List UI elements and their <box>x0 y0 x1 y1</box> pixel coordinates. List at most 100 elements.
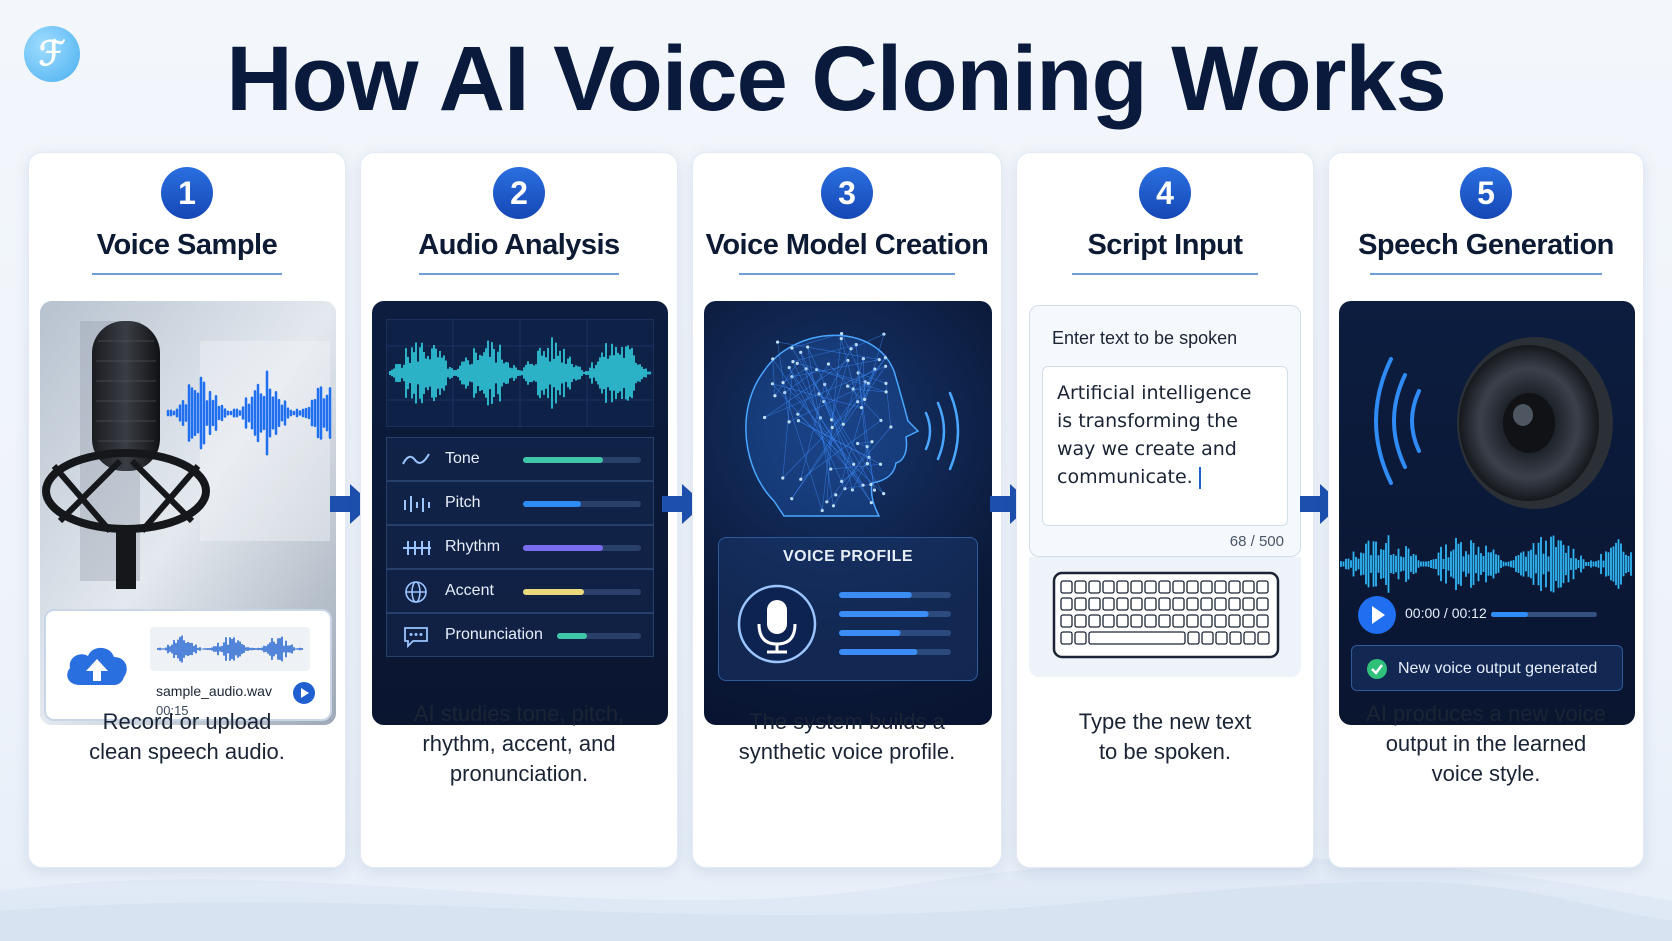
description-line: The system builds a <box>749 709 945 734</box>
script-input-label: Enter text to be spoken <box>1052 328 1238 348</box>
step-title: Voice Model Creation <box>705 229 989 261</box>
check-icon <box>1367 659 1387 679</box>
profile-bar-fill <box>839 592 912 598</box>
metric-bar-track <box>523 589 641 595</box>
metric-label: Rhythm <box>445 538 501 555</box>
step-description: Type the new text to be spoken. <box>1027 707 1303 767</box>
description-line: pronunciation. <box>449 761 589 786</box>
metric-bar-fill <box>557 633 588 639</box>
analysis-waveform <box>386 319 654 427</box>
speech-output-panel: 00:00 / 00:12 New voice output generated <box>1339 301 1635 725</box>
metric-bar-fill <box>523 457 604 463</box>
step-card-voice-sample: 1 Voice Sample <box>28 152 346 868</box>
char-count: 68 / 500 <box>1229 533 1284 550</box>
generation-status-badge: New voice output generated <box>1351 645 1623 691</box>
globe-icon <box>405 581 427 603</box>
description-line: Record or upload <box>102 709 272 734</box>
voice-model-panel: VOICE PROFILE <box>704 301 992 725</box>
step-number-badge: 5 <box>1460 167 1512 219</box>
keyboard-area <box>1029 557 1301 677</box>
description-line: AI produces a new voice <box>1366 701 1606 726</box>
title-underline <box>92 273 282 275</box>
step-title: Voice Sample <box>96 229 278 261</box>
title-underline <box>1072 273 1258 275</box>
text-cursor <box>1198 466 1201 489</box>
file-name: sample_audio.wav <box>156 683 272 699</box>
play-icon[interactable] <box>292 681 316 705</box>
script-input-card: Enter text to be spoken Artificial intel… <box>1029 305 1301 557</box>
description-line: Type the new text <box>1078 709 1252 734</box>
title-underline <box>739 273 955 275</box>
metric-bar-track <box>523 457 641 463</box>
step-description: Record or upload clean speech audio. <box>39 707 335 767</box>
metric-bar-track <box>523 545 641 551</box>
player-time: 00:00 / 00:12 <box>1405 605 1487 621</box>
title-underline <box>419 273 619 275</box>
voice-profile-bars <box>839 592 951 655</box>
metric-label: Pitch <box>445 494 481 511</box>
metric-row-tone: Tone <box>386 437 654 481</box>
output-waveform <box>1340 535 1632 593</box>
background-wave <box>0 857 1672 941</box>
keyboard-icon[interactable] <box>1052 571 1280 661</box>
metric-label: Tone <box>445 450 480 467</box>
step-number-badge: 3 <box>821 167 873 219</box>
metric-bar-fill <box>523 545 604 551</box>
metric-row-accent: Accent <box>386 569 654 613</box>
page-title: How AI Voice Cloning Works <box>226 28 1447 130</box>
profile-bar-fill <box>839 649 918 655</box>
description-line: to be spoken. <box>1098 739 1232 764</box>
tone-wave-icon <box>402 453 430 465</box>
title-underline <box>1370 273 1602 275</box>
description-line: voice style. <box>1431 761 1541 786</box>
profile-bar-fill <box>839 630 901 636</box>
metric-row-rhythm: Rhythm <box>386 525 654 569</box>
step-number-badge: 4 <box>1139 167 1191 219</box>
speaker-icon <box>1374 337 1613 509</box>
step-card-script-input: 4 Script Input Enter text to be spoken A… <box>1016 152 1314 868</box>
voice-profile-label: VOICE PROFILE <box>782 548 914 565</box>
rhythm-icon <box>403 541 431 555</box>
script-text-line: communicate. <box>1057 463 1273 491</box>
description-line: clean speech audio. <box>89 739 285 764</box>
neural-head-icon <box>745 332 960 517</box>
step-card-voice-model: 3 Voice Model Creation VOICE PROFILE <box>692 152 1002 868</box>
description-line: rhythm, accent, and <box>422 731 616 756</box>
description-line: synthetic voice profile. <box>738 739 956 764</box>
microphone-panel: sample_audio.wav 00:15 <box>40 301 336 725</box>
pitch-bars-icon <box>404 496 430 512</box>
metric-label: Accent <box>445 582 494 599</box>
step-title: Script Input <box>1087 229 1243 261</box>
step-description: AI produces a new voice output in the le… <box>1339 699 1633 789</box>
description-line: AI studies tone, pitch, <box>413 701 625 726</box>
player-progress-track[interactable] <box>1491 612 1597 617</box>
step-title: Speech Generation <box>1358 229 1614 261</box>
speech-bubble-icon <box>404 627 428 648</box>
script-text-line: way we create and <box>1057 438 1237 460</box>
metric-bar-fill <box>523 589 585 595</box>
step-description: AI studies tone, pitch, rhythm, accent, … <box>371 699 667 789</box>
microphone-icon <box>737 584 817 664</box>
step-description: The system builds a synthetic voice prof… <box>703 707 991 767</box>
metric-bar-track <box>523 501 641 507</box>
description-line: output in the learned <box>1385 731 1587 756</box>
metric-row-pronunciation: Pronunciation <box>386 613 654 657</box>
metric-label: Pronunciation <box>445 626 543 643</box>
generation-status-text: New voice output generated <box>1398 660 1598 677</box>
step-title: Audio Analysis <box>418 229 620 261</box>
cloud-upload-icon[interactable] <box>62 637 132 693</box>
script-textarea[interactable]: Artificial intelligence is transforming … <box>1042 366 1288 526</box>
voice-profile-box: VOICE PROFILE <box>718 537 978 681</box>
player-progress-fill <box>1491 612 1529 617</box>
step-card-speech-generation: 5 Speech Generation 00:00 / 00: <box>1328 152 1644 868</box>
upload-widget[interactable]: sample_audio.wav 00:15 <box>44 609 332 721</box>
metric-bar-fill <box>523 501 581 507</box>
metric-bar-track <box>557 633 641 639</box>
script-text-line: Artificial intelligence <box>1057 382 1252 404</box>
brand-logo-glyph: ℱ <box>38 34 66 74</box>
play-button-icon[interactable] <box>1357 595 1397 635</box>
profile-bar-fill <box>839 611 929 617</box>
step-number-badge: 2 <box>493 167 545 219</box>
